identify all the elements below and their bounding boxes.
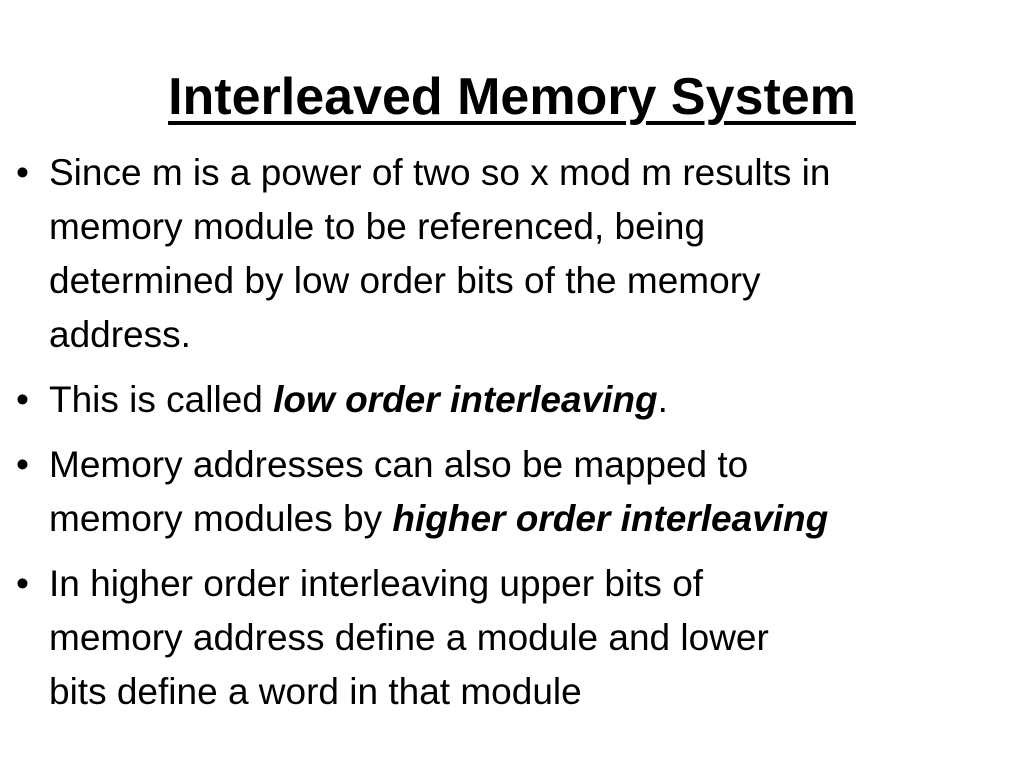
- slide-title: Interleaved Memory System: [168, 68, 856, 126]
- bullet-icon: •: [16, 444, 29, 485]
- bullet-3-emphasis: higher order interleaving: [392, 498, 829, 539]
- bullet-item-4: • In higher order interleaving upper bit…: [0, 557, 1024, 719]
- bullet-1-line-4: address.: [49, 314, 191, 355]
- bullet-4-line-3: bits define a word in that module: [49, 671, 582, 712]
- bullet-icon: •: [16, 152, 29, 193]
- bullet-1-line-3: determined by low order bits of the memo…: [49, 260, 761, 301]
- bullet-item-3: • Memory addresses can also be mapped to…: [0, 438, 1024, 546]
- bullet-list: • Since m is a power of two so x mod m r…: [0, 146, 1024, 730]
- bullet-2-suffix: .: [657, 379, 668, 420]
- bullet-icon: •: [16, 379, 29, 420]
- bullet-2-emphasis: low order interleaving: [273, 379, 658, 420]
- bullet-item-2: • This is called low order interleaving.: [0, 373, 1024, 427]
- bullet-3-line-2-prefix: memory modules by: [49, 498, 393, 539]
- bullet-4-line-2: memory address define a module and lower: [49, 617, 769, 658]
- bullet-4-line-1: In higher order interleaving upper bits …: [49, 563, 704, 604]
- bullet-item-1: • Since m is a power of two so x mod m r…: [0, 146, 1024, 362]
- bullet-icon: •: [16, 563, 29, 604]
- bullet-2-prefix: This is called: [49, 379, 274, 420]
- bullet-1-line-2: memory module to be referenced, being: [49, 206, 706, 247]
- bullet-3-line-1: Memory addresses can also be mapped to: [49, 444, 749, 485]
- bullet-1-line-1: Since m is a power of two so x mod m res…: [49, 152, 831, 193]
